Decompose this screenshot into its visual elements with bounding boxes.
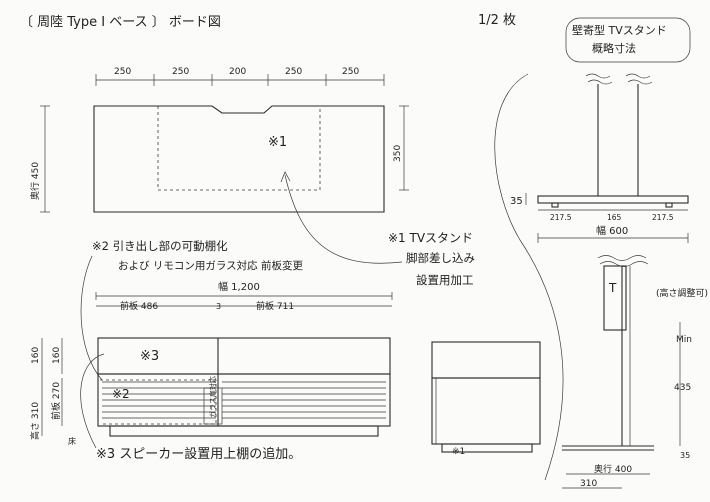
stand-side-depth: 奥行 400: [594, 463, 632, 475]
note-1-title: ※1 TVスタンド: [388, 231, 473, 245]
stand-spec-title: 壁寄型 TVスタンド: [572, 23, 667, 37]
side-ref-1: ※1: [452, 447, 465, 457]
stand-side-min: Min: [676, 335, 692, 345]
plan-note-ref: ※1: [268, 135, 287, 150]
plan-dim-1: 250: [114, 67, 131, 77]
stand-front-view: 壁寄型 TVスタンド 概略寸法 35 217.5 165 217.5 幅 600: [510, 17, 691, 243]
stand-base-dim-3: 217.5: [652, 213, 674, 222]
front-ref-3: ※3: [140, 349, 159, 364]
stand-side-tv-marker: T: [608, 281, 617, 295]
stand-side-view: T (高さ調整可) Min 435 35 奥行 400 310: [562, 255, 708, 489]
stand-base-height: 35: [510, 196, 523, 207]
plan-dim-5: 250: [342, 67, 359, 77]
sheet-scale: 1/2 枚: [478, 13, 516, 28]
front-plinth: 床: [68, 436, 76, 446]
stand-base-dim-1: 217.5: [550, 213, 572, 222]
stand-width: 幅 600: [596, 224, 628, 237]
stand-side-foot: 35: [680, 451, 690, 460]
plan-dim-2: 250: [172, 67, 189, 77]
front-right-span: 前板 711: [256, 300, 294, 312]
note-2-line1: ※2 引き出し部の可動棚化: [92, 239, 228, 253]
front-total-width: 幅 1,200: [218, 280, 260, 293]
plan-dim-3: 200: [229, 67, 246, 77]
stand-side-height: 435: [674, 383, 691, 393]
note-2-line2: および リモコン用ガラス対応 前板変更: [118, 259, 303, 272]
front-height-total: 高さ 310: [29, 402, 41, 440]
front-drawer-label: ガラス扉対応: [208, 376, 217, 418]
front-mid-span: 3: [216, 302, 221, 311]
note-3: ※3 スピーカー設置用上棚の追加。: [96, 446, 301, 462]
stand-spec-subtitle: 概略寸法: [592, 41, 636, 55]
front-height-upper-outer: 160: [31, 347, 41, 364]
front-height-upper-inner: 160: [52, 347, 62, 364]
sheet-title: 〔 周陸 Type Ⅰ ベース 〕 ボード図: [20, 14, 221, 30]
stand-side-bottom: 310: [580, 479, 597, 489]
stand-side-adjustable: (高さ調整可): [656, 287, 708, 299]
front-height-lower: 前板 270: [50, 382, 62, 420]
stand-base-dim-2: 165: [607, 213, 622, 222]
front-view: 幅 1,200 前板 486 3 前板 711 ガラス扉対応: [29, 280, 393, 446]
side-view: ※1: [431, 341, 541, 457]
plan-view: 250 250 200 250 250 ※1 奥行 450 350: [29, 67, 409, 213]
front-left-span: 前板 486: [120, 300, 158, 312]
note-1-line3: 設置用加工: [416, 273, 474, 287]
front-ref-2: ※2: [112, 387, 130, 401]
plan-dim-4: 250: [285, 67, 302, 77]
plan-right-dim: 350: [393, 145, 403, 162]
note-1-line2: 脚部差し込み: [406, 251, 475, 265]
plan-depth-label: 奥行 450: [29, 162, 41, 200]
